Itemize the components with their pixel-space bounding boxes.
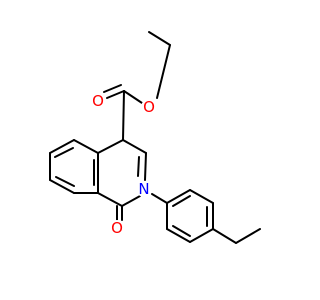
bond-aryl-ethyl-1 — [212, 228, 237, 244]
carbonyl-oxygen-label: O — [92, 92, 104, 110]
molecule-structure: O O O N — [49, 31, 261, 244]
bond-co-double-a — [106, 90, 125, 99]
bond-layer — [49, 31, 261, 244]
ester-oxygen-label: O — [143, 98, 155, 116]
amide-oxygen-atom: O — [109, 219, 125, 237]
bond-ester-o-carbonyl-c — [123, 90, 143, 104]
bond-benzo-4 — [49, 179, 75, 194]
bond-co-double-b — [103, 84, 122, 93]
ring-nitrogen-label: N — [138, 180, 149, 198]
bond-aryl-2 — [166, 228, 191, 243]
bond-aryl-ethyl-2 — [235, 228, 261, 244]
bond-n-aryl — [151, 193, 168, 204]
bond-aryl-6 — [166, 189, 191, 204]
ring-nitrogen-atom: N — [136, 180, 152, 198]
atom-label-layer: O O O N — [90, 92, 157, 237]
bond-ethyl-o — [156, 44, 171, 99]
bond-aryl-3 — [189, 228, 214, 243]
bond-aryl-5 — [189, 189, 214, 204]
bond-c1-c8a — [97, 192, 123, 207]
ester-oxygen-atom: O — [141, 98, 157, 116]
bond-c4a-c4 — [97, 139, 124, 154]
bond-c3-n — [144, 152, 147, 181]
bond-c-to-c4 — [122, 90, 125, 141]
bond-benzo-inner-2 — [55, 176, 75, 187]
bond-aryl-inner-1 — [172, 225, 191, 237]
bond-benzo-2 — [49, 139, 75, 154]
carbonyl-oxygen-atom: O — [90, 92, 106, 110]
bond-c3-n-inner — [137, 156, 140, 177]
bond-ethyl-ch3 — [148, 31, 171, 46]
bond-benzo-inner-1 — [54, 147, 74, 158]
bond-benzo-1 — [73, 139, 99, 154]
bond-n-c1 — [121, 195, 141, 207]
bond-aryl-inner-3 — [172, 195, 191, 207]
bond-c4-c3 — [122, 139, 147, 154]
amide-oxygen-label: O — [111, 219, 123, 237]
